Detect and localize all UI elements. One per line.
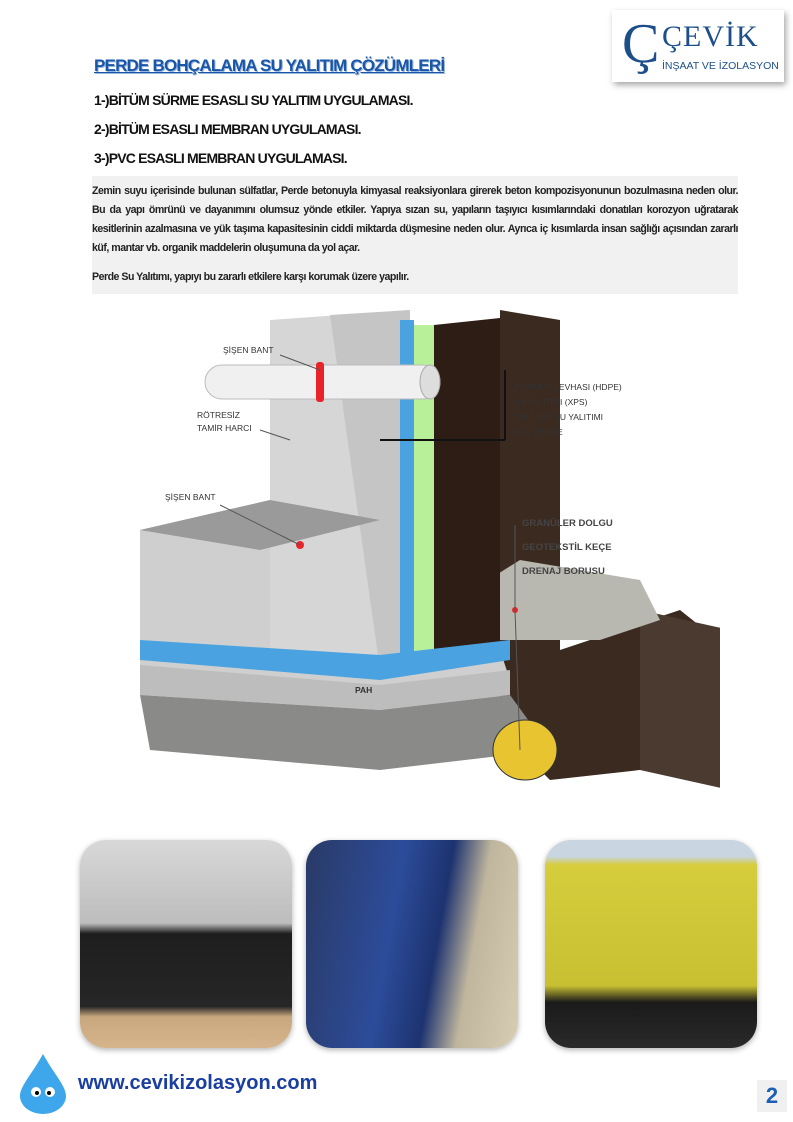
label-sisen-bant: ŞİŞEN BANT <box>223 345 274 355</box>
photo-pvc-membrane <box>545 840 757 1048</box>
fill-label: DRENAJ BORUSU <box>522 566 605 577</box>
label-sisen-bant: ŞİŞEN BANT <box>165 492 216 502</box>
stone-fill <box>140 695 550 770</box>
waterproofing-layer <box>400 320 414 670</box>
layer-label: KORUMA LEVHASI (HDPE) <box>515 382 622 392</box>
layer-labels: KORUMA LEVHASI (HDPE) ISI YALITIMI (XPS)… <box>515 380 622 440</box>
paragraph: Zemin suyu içerisinde bulunan sülfatlar,… <box>92 185 739 254</box>
fill-label: GRANÜLER DOLGU <box>522 518 613 529</box>
logo-name: ÇEVİK <box>662 20 759 53</box>
list-item: 2-)BİTÜM ESASLI MEMBRAN UYGULAMASI. <box>94 121 362 137</box>
label-tamir-harci: TAMİR HARCI <box>197 423 252 433</box>
waterproofing-diagram <box>140 310 720 788</box>
layer-label: B.A. PERDE <box>515 427 563 437</box>
layer-label: ÇİFT KAT SU YALITIMI <box>515 412 604 422</box>
label-pah: PAH <box>355 685 373 695</box>
label-rotresiz: RÖTRESİZ <box>197 410 240 420</box>
hdpe-layer <box>434 318 500 655</box>
page-title: PERDE BOHÇALAMA SU YALITIM ÇÖZÜMLERİ <box>94 56 445 75</box>
company-logo: Ç ÇEVİK İNŞAAT VE İZOLASYON <box>612 10 784 82</box>
drainage-pipe <box>492 719 558 781</box>
xps-layer <box>414 325 434 655</box>
list-item: 3-)PVC ESASLI MEMBRAN UYGULAMASI. <box>94 150 348 166</box>
fill-labels: GRANÜLER DOLGU GEOTEKSTİL KEÇE DRENAJ BO… <box>522 512 613 584</box>
logo-subtitle: İNŞAAT VE İZOLASYON <box>662 60 779 72</box>
water-drop-mascot-icon <box>20 1054 66 1114</box>
layer-label: ISI YALITIMI (XPS) <box>515 397 588 407</box>
fill-label: GEOTEKSTİL KEÇE <box>522 542 612 553</box>
list-item: 1-)BİTÜM SÜRME ESASLI SU YALITIM UYGULAM… <box>94 92 414 108</box>
website-link[interactable]: www.cevikizolasyon.com <box>78 1072 318 1094</box>
description-box: Zemin suyu içerisinde bulunan sülfatlar,… <box>92 176 739 294</box>
page-number: 2 <box>757 1080 787 1112</box>
logo-mark: Ç <box>622 13 660 75</box>
paragraph: Perde Su Yalıtımı, yapıyı bu zararlı etk… <box>92 271 409 283</box>
photo-membrane-wall <box>306 840 518 1048</box>
photo-bitumen-wall <box>80 840 292 1048</box>
